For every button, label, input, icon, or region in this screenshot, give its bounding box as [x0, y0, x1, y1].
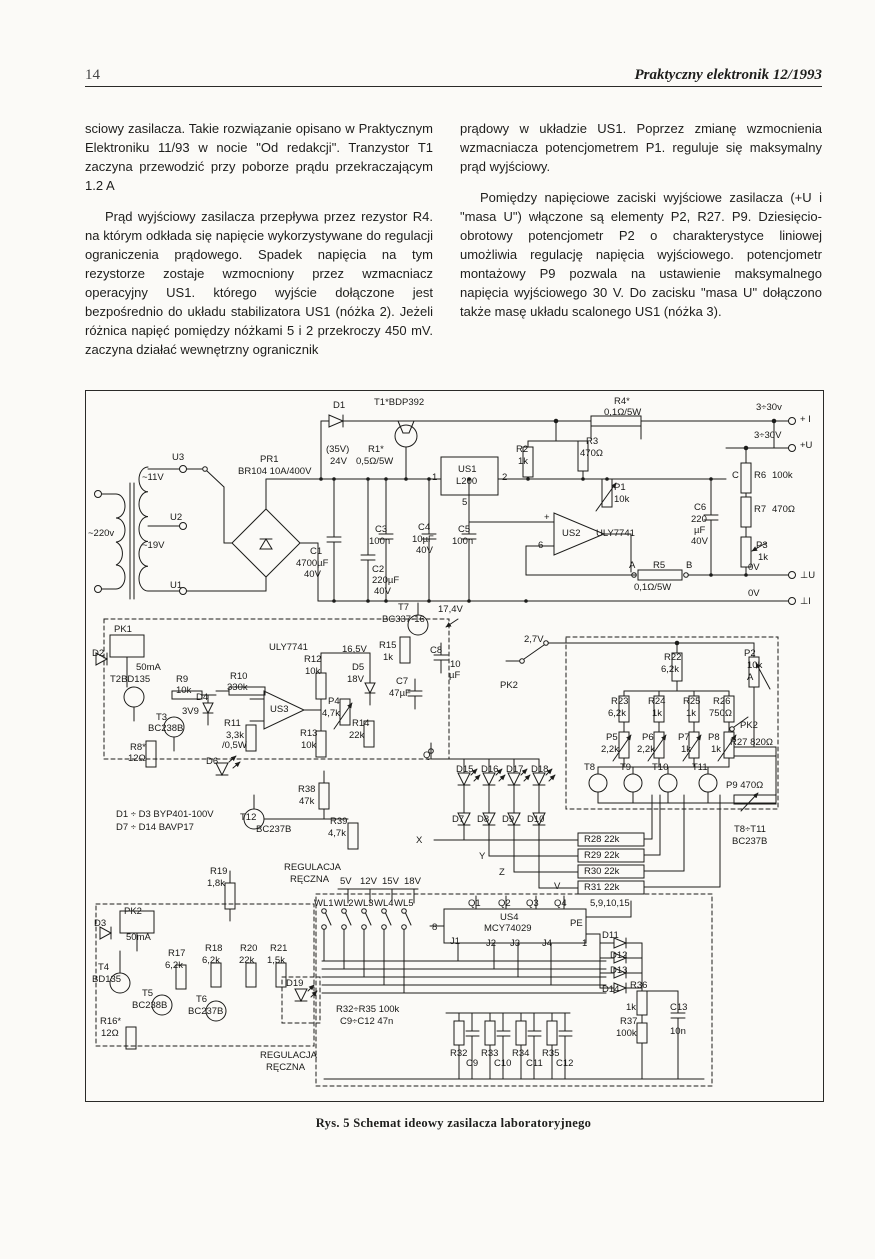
article-column-left: sciowy zasilacza. Takie rozwiązanie opis… [85, 120, 433, 360]
series-pass-rail [320, 414, 796, 480]
paragraph: sciowy zasilacza. Takie rozwiązanie opis… [85, 121, 433, 193]
journal-title: Praktyczny elektronik 12/1993 [634, 67, 823, 83]
voltage-divider-right [703, 445, 767, 576]
transformer-symbol [94, 465, 267, 600]
schematic-drawing [94, 414, 796, 1087]
page-header: 14 Praktyczny elektronik 12/1993 [85, 58, 822, 87]
figure-caption: Rys. 5 Schemat ideowy zasilacza laborato… [315, 1116, 592, 1130]
overcurrent-relay-block [95, 618, 450, 777]
digital-preset-block [315, 888, 713, 1087]
reference-block [315, 602, 459, 758]
manual-relay-block [95, 903, 321, 1050]
page-number: 14 [85, 67, 100, 83]
us2-opamp [317, 494, 796, 605]
article-column-right: prądowy w układzie US1. Poprzez zmianę w… [460, 120, 822, 322]
t12-driver [224, 770, 359, 922]
bridge-rectifier-symbol [231, 478, 322, 602]
paragraph: Pomiędzy napięciowe zaciski wyjściowe za… [460, 189, 822, 319]
paragraph: Prąd wyjściowy zasilacza przepływa przez… [85, 208, 433, 357]
us1-regulator [320, 418, 727, 512]
voltage-preset-network [565, 636, 779, 812]
paragraph: prądowy w układzie US1. Poprzez zmianę w… [460, 121, 822, 174]
diode-matrix [428, 742, 721, 895]
